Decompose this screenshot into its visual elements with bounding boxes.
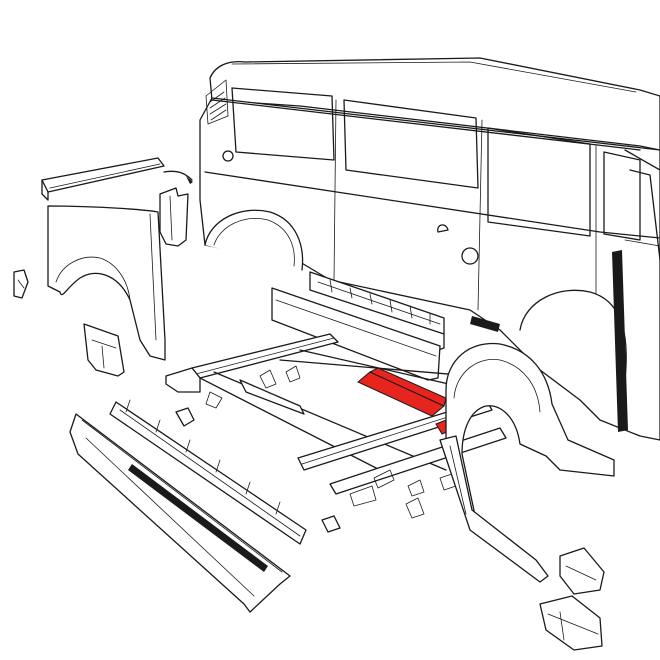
vent-louvers (205, 79, 229, 125)
van-body (199, 57, 660, 441)
upper-rear-strip (41, 157, 193, 201)
rocker-panel-inner (309, 271, 445, 351)
long-sill-front (69, 413, 291, 613)
jacking-point-lower (539, 595, 603, 651)
jacking-point-upper (559, 547, 605, 595)
long-sill-rear (109, 399, 307, 545)
rocker-panel-outer (271, 287, 441, 381)
front-wheel-arch (439, 342, 615, 583)
lower-quarter-patch (83, 323, 125, 377)
small-clip (175, 407, 341, 533)
rear-quarter-panel (47, 205, 166, 361)
rear-corner-piece (159, 187, 189, 247)
small-bracket-left (13, 269, 29, 299)
